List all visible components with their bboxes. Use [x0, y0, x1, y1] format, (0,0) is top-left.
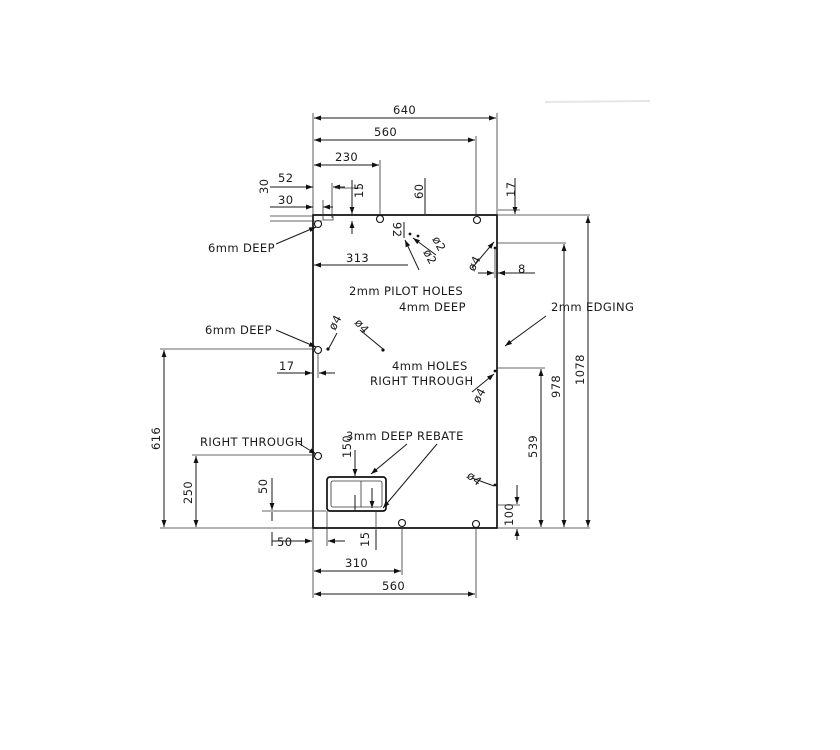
hole-left-6mm	[313, 345, 323, 355]
right-dimensions: 1078 978 539 100	[498, 216, 591, 540]
note-4mm-holes-line1: 4mm HOLES	[392, 359, 468, 373]
panel-outline	[312, 214, 498, 529]
note-rebate: 3mm DEEP REBATE	[346, 429, 464, 443]
dim-15-bottom: 15	[358, 532, 372, 547]
dim-17-left: 17	[279, 359, 294, 373]
dim-8: 8	[518, 262, 526, 276]
dim-560-top: 560	[374, 125, 397, 139]
label-d4-left: ø4	[325, 312, 344, 332]
label-d4-mid-right: ø4	[469, 385, 488, 405]
label-d2-a: ø2	[429, 234, 448, 254]
dim-30-vertical: 30	[257, 179, 271, 194]
note-pilot-holes-line1: 2mm PILOT HOLES	[349, 284, 463, 298]
label-d2-b: ø2	[420, 247, 439, 267]
left-dimensions: 616 250 50 150	[149, 348, 375, 529]
hole-top-left	[313, 219, 323, 229]
dim-30-horizontal: 30	[278, 193, 293, 207]
scan-artifact-line	[544, 100, 651, 103]
hole-bottom-right	[471, 519, 481, 529]
dim-560-bottom: 560	[382, 579, 405, 593]
dim-100: 100	[502, 503, 516, 526]
dim-250: 250	[181, 481, 195, 504]
dim-978: 978	[549, 375, 563, 398]
dim-52: 52	[278, 171, 293, 185]
internal-dimensions: 313 8 17	[277, 248, 535, 378]
dim-17-top: 17	[504, 182, 518, 197]
label-d4-lower-right: ø4	[464, 468, 485, 488]
note-pilot-holes-line2: 4mm DEEP	[399, 300, 466, 314]
dim-50-bottom: 50	[277, 535, 292, 549]
hole-bottom-310	[397, 518, 407, 528]
dim-60: 60	[412, 184, 426, 199]
hole-top-15	[375, 214, 385, 224]
dim-230: 230	[335, 150, 358, 164]
note-6mm-deep-left: 6mm DEEP	[205, 323, 272, 337]
dim-539: 539	[526, 435, 540, 458]
dim-640: 640	[393, 103, 416, 117]
dim-150: 150	[340, 435, 354, 458]
hole-callouts: ø2 ø2 ø4 ø4 ø4 ø4 ø4	[325, 234, 495, 489]
dim-310: 310	[345, 556, 368, 570]
notes: 6mm DEEP 6mm DEEP 2mm PILOT HOLES 4mm DE…	[200, 226, 634, 509]
bottom-dimensions: 50 15 310 560	[271, 511, 477, 598]
hole-top-right	[472, 215, 482, 225]
rebate-cutout	[326, 476, 387, 512]
dim-50-vertical: 50	[256, 479, 270, 494]
dim-1078: 1078	[573, 354, 587, 385]
top-dimensions: 640 560 230 52 30 30 15 60 17	[257, 103, 590, 238]
dim-15-top: 15	[352, 183, 366, 198]
dim-616: 616	[149, 427, 163, 450]
label-d4-center: ø4	[352, 316, 372, 337]
note-edging: 2mm EDGING	[551, 300, 634, 314]
dim-313: 313	[346, 251, 369, 265]
hole-left-lower	[313, 451, 323, 461]
note-right-through: RIGHT THROUGH	[200, 435, 304, 449]
note-6mm-deep-top: 6mm DEEP	[208, 241, 275, 255]
label-d4-upper-right: ø4	[464, 253, 483, 273]
dim-92: 92	[390, 222, 404, 237]
note-4mm-holes-line2: RIGHT THROUGH	[370, 374, 474, 388]
holes	[313, 214, 497, 529]
